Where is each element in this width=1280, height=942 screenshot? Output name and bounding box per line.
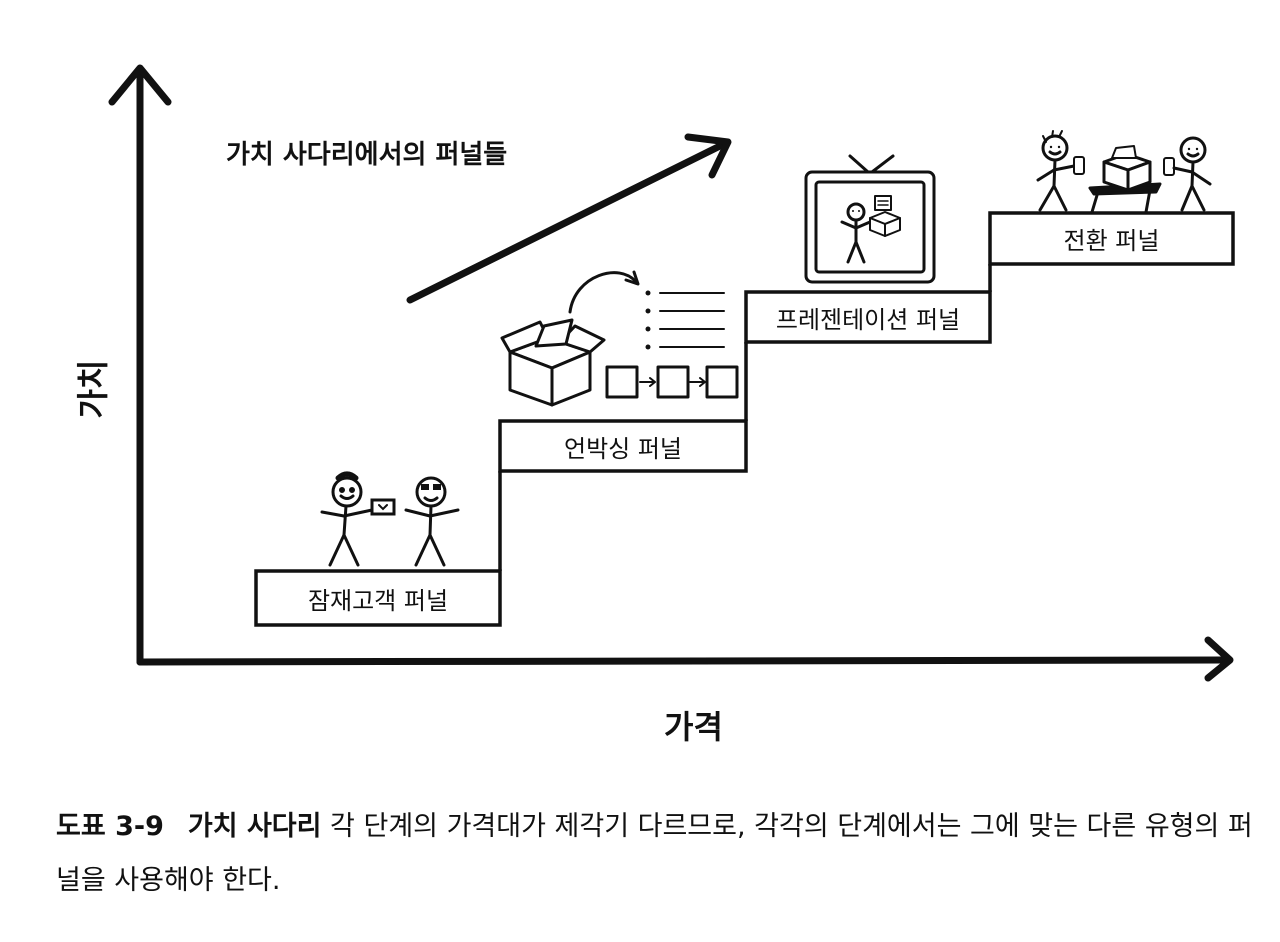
step-box-2 [498, 419, 748, 473]
x-axis-label: 가격 [664, 708, 723, 746]
tv-presentation-icon [804, 154, 936, 284]
step-label-unboxing-funnel: 언박싱 퍼널 [563, 434, 683, 463]
y-axis [108, 64, 172, 666]
unboxing-box-icon [500, 270, 739, 407]
diagram-title: 가치 사다리에서의 퍼널들 [226, 140, 508, 170]
people-with-phones-and-box-icon [1036, 130, 1212, 214]
step-box-4 [988, 211, 1235, 266]
step-label-presentation-funnel: 프레젠테이션 퍼널 [775, 305, 961, 334]
figure-caption: 도표 3-9 가치 사다리 각 단계의 가격대가 제각기 다르므로, 각각의 단계… [56, 800, 1266, 908]
step-label-conversion-funnel: 전환 퍼널 [1063, 226, 1160, 255]
step-label-prospect-funnel: 잠재고객 퍼널 [307, 586, 449, 615]
trend-arrow [406, 133, 732, 304]
two-people-exchanging-card-icon [320, 471, 460, 567]
step-box-3 [744, 290, 992, 344]
caption-text: 각 단계의 가격대가 제각기 다르므로, 각각의 단계에서는 그에 맞는 다른 … [56, 811, 1253, 896]
value-ladder-diagram [108, 64, 1235, 682]
caption-lead: 가치 사다리 [187, 811, 322, 842]
x-axis [136, 636, 1234, 682]
y-axis-label: 가치 [74, 359, 112, 419]
figure-number: 도표 3-9 [56, 811, 164, 842]
step-box-1 [254, 569, 502, 627]
